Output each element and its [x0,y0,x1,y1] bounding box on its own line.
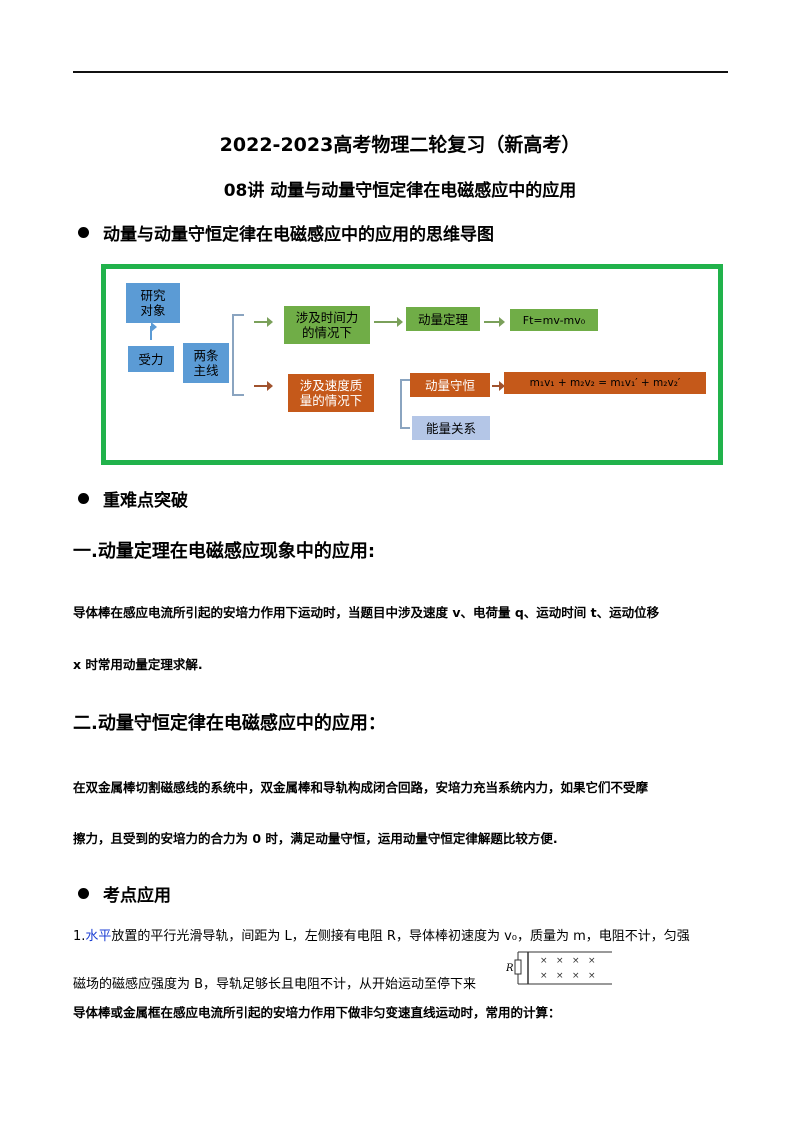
svg-text:×: × [540,956,548,966]
arrow-to-conservation-formula [492,381,505,391]
box-speed-mass: 涉及速度质 量的情况下 [288,374,374,412]
box-momentum-conservation: 动量守恒 [410,373,490,397]
box-momentum-theorem: 动量定理 [406,307,480,331]
resistor-icon [514,959,522,975]
branch-top [400,379,410,381]
question1-number: 1. [73,929,86,944]
box-force: 受力 [128,346,174,372]
key-points-heading: 重难点突破 [78,486,188,511]
section1-paragraph-line2: x 时常用动量定理求解. [73,657,203,672]
box-ft-formula: Ft=mv-mv₀ [510,309,598,331]
bullet-dot-icon [78,227,89,238]
box-two-lines: 两条 主线 [183,343,229,383]
arrow-lower [254,381,273,391]
section1-title: 一.动量定理在电磁感应现象中的应用: [73,541,376,562]
lecture-subtitle: 08讲 动量与动量守恒定律在电磁感应中的应用 [223,181,577,201]
magnetic-field-icon: × × × × × × × × [540,956,596,981]
question1-line2: 磁场的磁感应强度为 B，导轨足够长且电阻不计，从开始运动至停下来 [73,977,477,992]
question1-text: 放置的平行光滑导轨，间距为 L，左侧接有电阻 R，导体棒初速度为 v₀，质量为 … [111,929,690,944]
mindmap-heading: 动量与动量守恒定律在电磁感应中的应用的思维导图 [78,220,494,245]
branch-bottom [400,427,410,429]
application-heading-text: 考点应用 [103,886,171,906]
svg-text:×: × [572,971,580,981]
section2-title: 二.动量守恒定律在电磁感应中的应用： [73,713,386,734]
svg-text:×: × [588,971,596,981]
application-heading: 考点应用 [78,881,171,906]
circuit-diagram: R × × × × × × × × [505,950,614,986]
bracket-bottom [232,394,244,396]
box-energy-relation: 能量关系 [412,416,490,440]
svg-text:×: × [556,971,564,981]
page-title: 2022-2023高考物理二轮复习（新高考） [219,134,581,156]
section2-paragraph-line2: 擦力，且受到的安培力的合力为 0 时，满足动量守恒，运用动量守恒定律解题比较方便… [73,831,558,846]
mindmap-heading-text: 动量与动量守恒定律在电磁感应中的应用的思维导图 [103,225,494,245]
question1-line1: 1.水平放置的平行光滑导轨，间距为 L，左侧接有电阻 R，导体棒初速度为 v₀，… [73,925,690,944]
svg-text:×: × [572,956,580,966]
arrow-down [150,322,157,340]
svg-text:×: × [556,956,564,966]
box-conservation-formula: m₁v₁ + m₂v₂ = m₁v₁′ + m₂v₂′ [504,372,706,394]
question1-line3: 导体棒或金属框在感应电流所引起的安培力作用下做非匀变速直线运动时，常用的计算： [73,1005,561,1020]
box-research-object: 研究 对象 [126,283,180,323]
section1-paragraph-line1: 导体棒在感应电流所引起的安培力作用下运动时，当题目中涉及速度 v、电荷量 q、运… [73,605,660,620]
question1-highlight: 水平 [85,929,112,944]
arrow-to-theorem [374,317,403,327]
key-points-heading-text: 重难点突破 [103,491,188,511]
resistor-label: R [506,963,514,974]
bracket-line [232,314,234,396]
arrow-to-ft [484,317,505,327]
branch-line [400,379,402,427]
box-time-force: 涉及时间力 的情况下 [284,306,370,344]
svg-text:×: × [588,956,596,966]
bullet-dot-icon [78,888,89,899]
mindmap-frame: 研究 对象 受力 两条 主线 涉及时间力 的情况下 动量定理 Ft=mv-mv₀… [101,264,723,465]
svg-text:×: × [540,971,548,981]
section2-paragraph-line1: 在双金属棒切割磁感线的系统中，双金属棒和导轨构成闭合回路，安培力充当系统内力，如… [73,780,649,795]
bullet-dot-icon [78,493,89,504]
arrow-upper [254,317,273,327]
top-rule [73,71,728,73]
bracket-top [232,314,244,316]
